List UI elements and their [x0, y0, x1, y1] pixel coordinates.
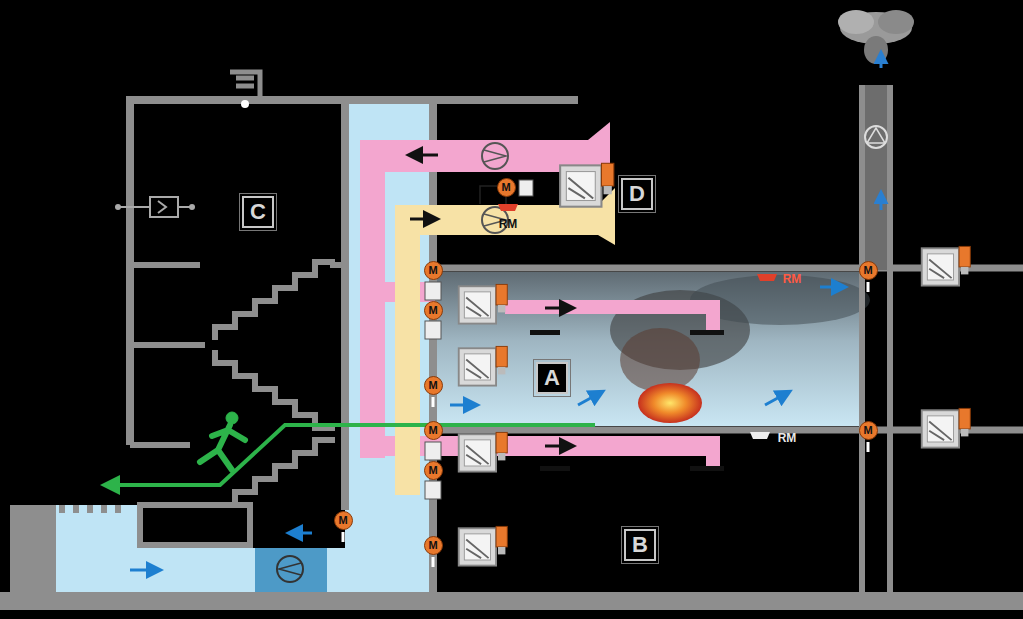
- detector-label: RM: [499, 218, 518, 230]
- motor-letter: M: [428, 380, 437, 391]
- zone-letter-box: A: [536, 362, 568, 394]
- motor-letter: M: [338, 515, 347, 526]
- motor-actuator-circle: M: [859, 421, 878, 440]
- zone-letter-box: B: [624, 529, 656, 561]
- zone-letter: C: [250, 201, 266, 223]
- motor-actuator-circle: M: [424, 461, 443, 480]
- zone-letter: B: [632, 534, 648, 556]
- motor-letter: M: [428, 425, 437, 436]
- motor-actuator-circle: M: [859, 261, 878, 280]
- detector-label: RM: [783, 273, 802, 285]
- motor-letter: M: [863, 265, 872, 276]
- detector-label: RM: [778, 432, 797, 444]
- motor-letter: M: [428, 540, 437, 551]
- motor-actuator-circle: M: [497, 178, 516, 197]
- zone-letter-box: C: [242, 196, 274, 228]
- motor-letter: M: [428, 305, 437, 316]
- zone-letter: D: [629, 183, 645, 205]
- zone-letter: A: [544, 367, 560, 389]
- motor-actuator-circle: M: [424, 536, 443, 555]
- motor-letter: M: [428, 265, 437, 276]
- motor-actuator-circle: M: [424, 261, 443, 280]
- motor-actuator-circle: M: [334, 511, 353, 530]
- motor-letter: M: [501, 182, 510, 193]
- motor-actuator-circle: M: [424, 376, 443, 395]
- motor-letter: M: [428, 465, 437, 476]
- zone-letter-box: D: [621, 178, 653, 210]
- motor-actuator-circle: M: [424, 301, 443, 320]
- motor-letter: M: [863, 425, 872, 436]
- motor-actuator-circle: M: [424, 421, 443, 440]
